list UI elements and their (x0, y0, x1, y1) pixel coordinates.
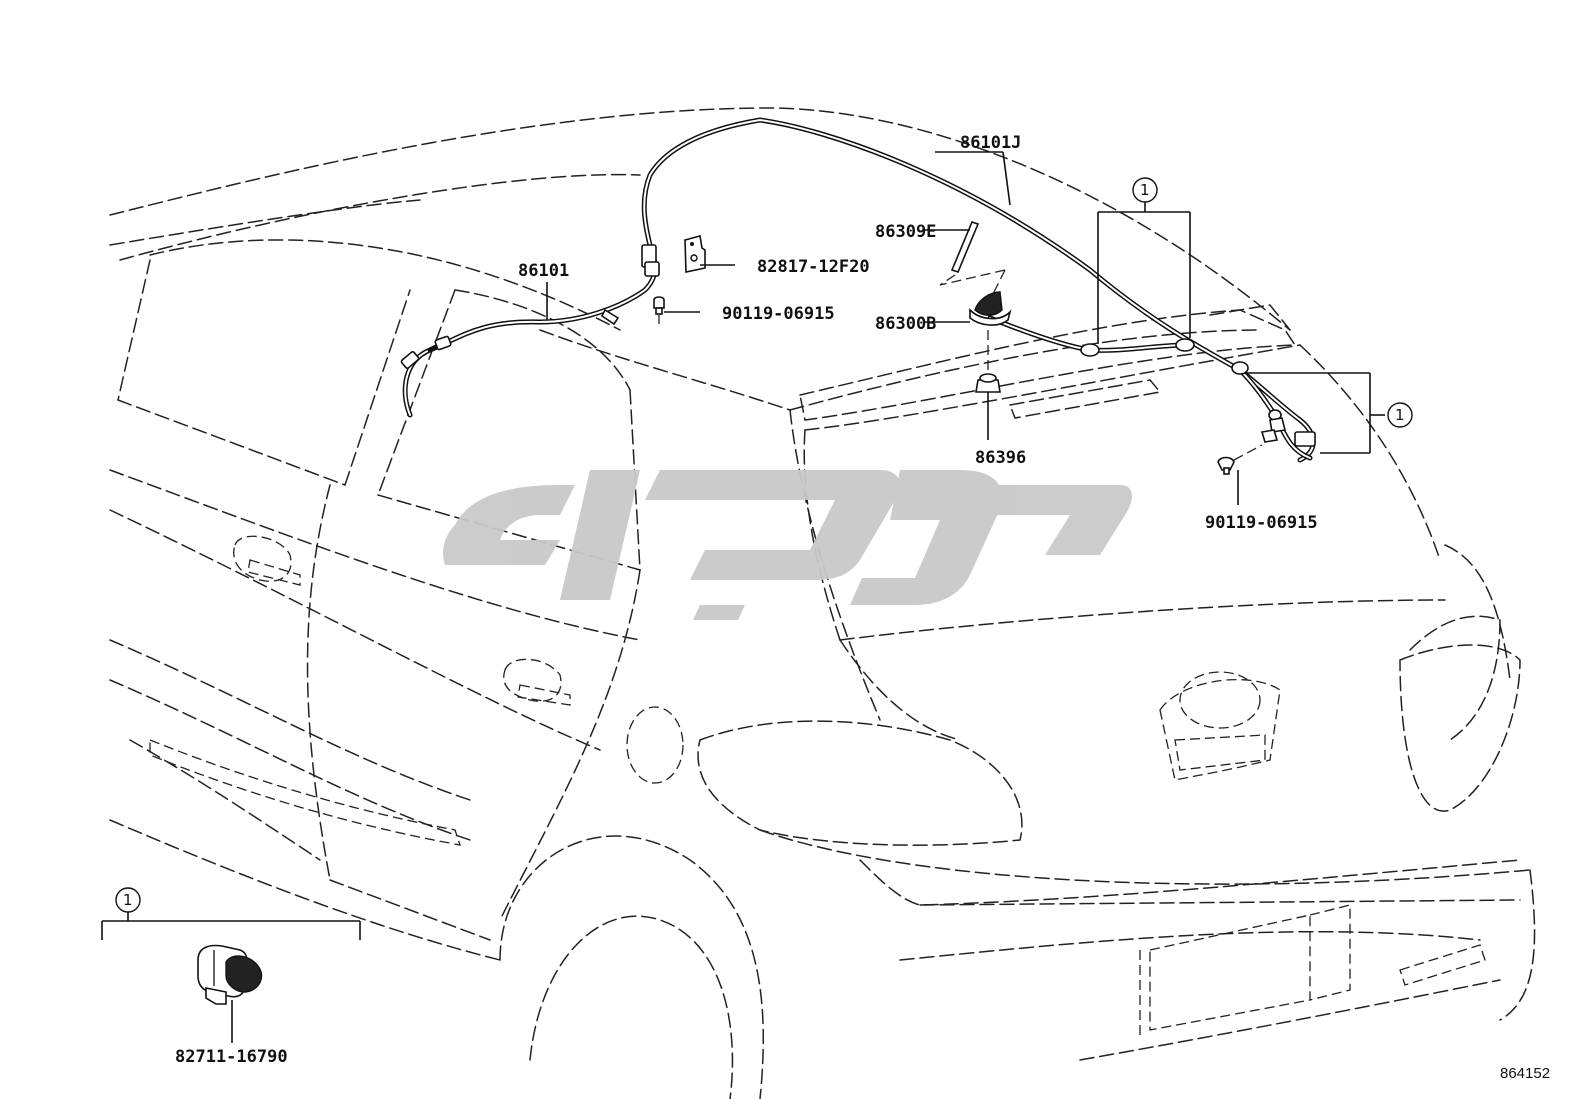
callout-number-top: 1 (1140, 181, 1150, 199)
label-90119-06915-upper[interactable]: 90119-06915 (722, 304, 835, 324)
callout-circle-top (1132, 177, 1158, 203)
part-86309E-antenna-rod[interactable] (939, 221, 1006, 301)
cord-clamp-2 (1175, 338, 1195, 352)
callout-number-inset: 1 (123, 891, 133, 909)
label-86300B[interactable]: 86300B (875, 314, 936, 334)
antenna-cord-harness[interactable] (400, 117, 1316, 463)
leader-lines (101, 151, 1385, 1043)
part-labels: 86101J 86309E 82817-12F20 86101 90119-06… (123, 133, 1550, 1082)
label-86309E[interactable]: 86309E (875, 222, 936, 242)
label-90119-06915-lower[interactable]: 90119-06915 (1205, 513, 1318, 533)
cord-clamp-1 (1080, 343, 1100, 357)
callout-circle-right (1387, 402, 1413, 428)
diagram-code: 864152 (1500, 1065, 1550, 1082)
label-86101[interactable]: 86101 (518, 261, 569, 281)
small-grommet-left (600, 308, 620, 326)
callout-circle-inset (115, 887, 141, 913)
part-86300B-antenna-base[interactable] (969, 291, 1012, 375)
part-86396-antenna-pad[interactable] (975, 373, 1001, 393)
label-86396[interactable]: 86396 (975, 448, 1026, 468)
part-90119-06915-screw-lower[interactable] (1217, 444, 1263, 475)
part-82817-12F20-bracket[interactable] (684, 235, 706, 273)
label-82817-12F20[interactable]: 82817-12F20 (757, 257, 870, 277)
cord-clamp-4 (1294, 431, 1316, 447)
callout-number-right: 1 (1395, 406, 1405, 424)
watermark-logo (443, 470, 1132, 620)
cord-clamp-3 (1231, 361, 1249, 375)
car-body-outline (109, 107, 1536, 1099)
label-86101J[interactable]: 86101J (960, 133, 1021, 153)
label-82711-16790[interactable]: 82711-16790 (175, 1047, 288, 1067)
part-90119-06915-screw-upper[interactable] (653, 296, 665, 326)
part-82711-16790-clamp[interactable] (197, 944, 263, 1005)
